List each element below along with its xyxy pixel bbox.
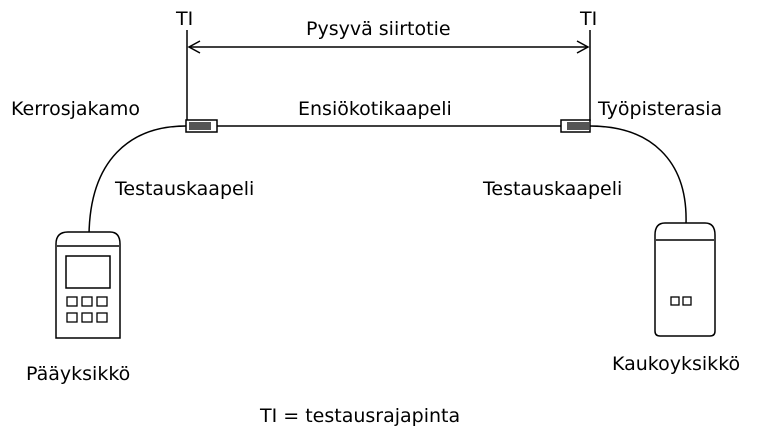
primary-cable-label: Ensiökotikaapeli [298,98,452,120]
permanent-link-arrow [187,40,590,54]
ti-left-label: TI [176,8,194,30]
ti-right-label: TI [580,8,598,30]
test-cable-left-label: Testauskaapeli [115,178,255,200]
permanent-link-label: Pysyvä siirtotie [306,18,451,40]
floor-distributor-label: Kerrosjakamo [11,98,140,120]
left-connector [185,119,218,133]
main-unit-screen [65,255,111,289]
remote-unit-device [654,222,716,337]
main-unit-label: Pääyksikkö [26,363,131,385]
test-cable-right-line [589,125,687,225]
main-unit-device [55,231,121,339]
test-cable-left-line [88,125,187,236]
test-cable-right-label: Testauskaapeli [483,178,623,200]
remote-unit-buttons [670,296,692,306]
work-area-outlet-label: Työpisterasia [598,98,723,120]
main-unit-keypad [66,296,108,323]
legend-label: TI = testausrajapinta [260,405,461,427]
right-connector [560,119,591,133]
remote-unit-label: Kaukoyksikkö [612,353,741,375]
